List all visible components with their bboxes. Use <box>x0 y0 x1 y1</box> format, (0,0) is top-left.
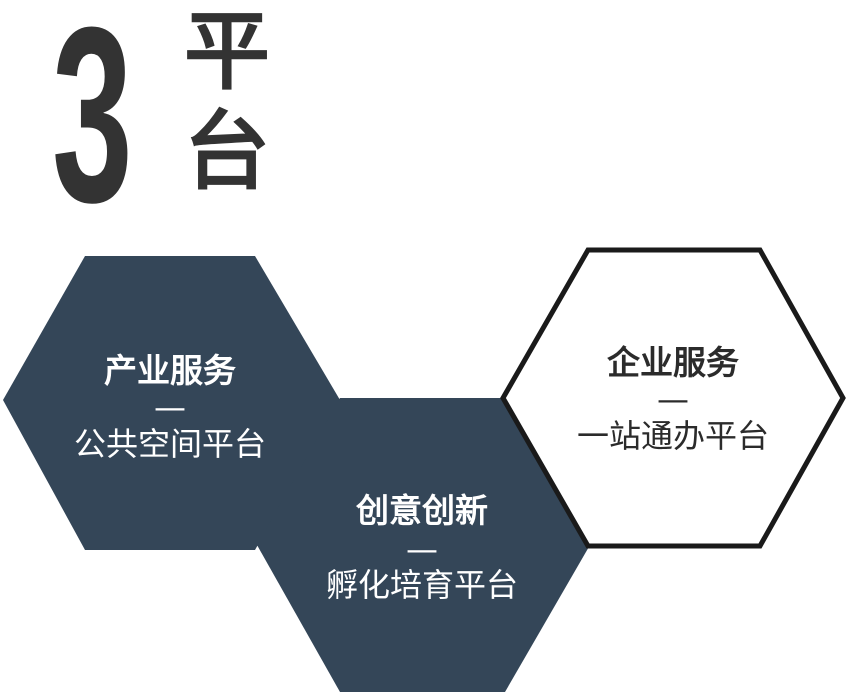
hexagon-industry-services <box>3 256 340 550</box>
hexagon-creative-innovation <box>257 398 590 692</box>
heading-number: 3 <box>52 0 133 254</box>
hexagon-enterprise-services <box>500 247 846 549</box>
heading-word: 平 台 <box>184 2 284 202</box>
hexagon-creative-innovation-title: 创意创新 <box>355 491 488 530</box>
hexagon-enterprise-services-title: 企业服务 <box>607 343 739 382</box>
hexagon-industry-services-subtitle: 公共空间平台 <box>74 425 266 463</box>
heading-word-line2: 台 <box>184 102 270 202</box>
hexagon-enterprise-services-dash: — <box>657 380 689 418</box>
heading-word-line1: 平 <box>184 2 270 102</box>
hexagon-enterprise-services-subtitle: 一站通办平台 <box>577 417 769 455</box>
hexagon-industry-services-title: 产业服务 <box>104 351 236 390</box>
hexagon-creative-innovation-dash: — <box>406 530 438 568</box>
hexagon-creative-innovation-subtitle: 孵化培育平台 <box>326 566 518 604</box>
hexagon-industry-services-dash: — <box>154 388 186 426</box>
